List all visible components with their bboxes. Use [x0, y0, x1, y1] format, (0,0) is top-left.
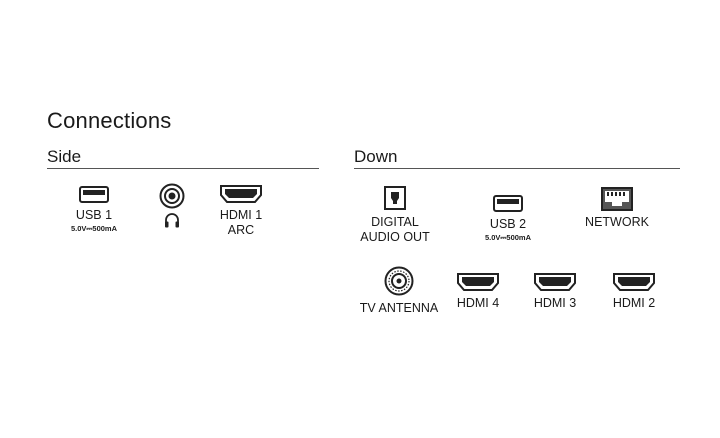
network-port: NETWORK: [582, 187, 652, 230]
hdmi2-label: HDMI 2: [612, 296, 656, 310]
usb2-label: USB 2: [489, 217, 527, 231]
side-divider: [47, 168, 319, 169]
page-title: Connections: [47, 108, 172, 133]
ethernet-port-icon: [601, 187, 633, 211]
optical-port-icon: [384, 186, 406, 210]
usb1-label: USB 1: [75, 208, 113, 222]
hdmi1-label: HDMI 1: [219, 208, 263, 222]
down-divider: [354, 168, 680, 169]
side-section-label: Side: [47, 147, 82, 166]
digital-audio-label-1: DIGITAL: [371, 215, 419, 229]
usb2-port: USB 2 5.0V⎓500mA: [476, 195, 540, 243]
hdmi4-label: HDMI 4: [456, 296, 500, 310]
usb-port-icon: [79, 186, 109, 203]
hdmi-port-icon: [613, 273, 655, 291]
usb1-spec: 5.0V⎓500mA: [70, 224, 117, 233]
hdmi-port-icon: [220, 185, 262, 203]
down-section-label: Down: [354, 147, 398, 166]
digital-audio-out-port: DIGITAL AUDIO OUT: [356, 186, 434, 245]
hdmi1-arc-label: ARC: [227, 223, 255, 237]
tv-antenna-port: TV ANTENNA: [356, 266, 442, 316]
usb2-spec: 5.0V⎓500mA: [484, 233, 531, 242]
hdmi4-port: HDMI 4: [447, 273, 509, 311]
coax-port-icon: [384, 266, 414, 296]
usb-port-icon: [493, 195, 523, 212]
hdmi3-label: HDMI 3: [533, 296, 577, 310]
hdmi3-port: HDMI 3: [524, 273, 586, 311]
digital-audio-label-2: AUDIO OUT: [360, 230, 430, 244]
hdmi-port-icon: [534, 273, 576, 291]
hdmi2-port: HDMI 2: [603, 273, 665, 311]
headphone-port: [155, 183, 189, 228]
headphones-icon: [164, 213, 180, 228]
usb1-port: USB 1 5.0V⎓500mA: [62, 186, 126, 234]
headphone-jack-icon: [159, 183, 185, 209]
hdmi-port-icon: [457, 273, 499, 291]
network-label: NETWORK: [585, 215, 649, 229]
tv-antenna-label: TV ANTENNA: [359, 301, 439, 315]
hdmi1-port: HDMI 1 ARC: [210, 185, 272, 238]
